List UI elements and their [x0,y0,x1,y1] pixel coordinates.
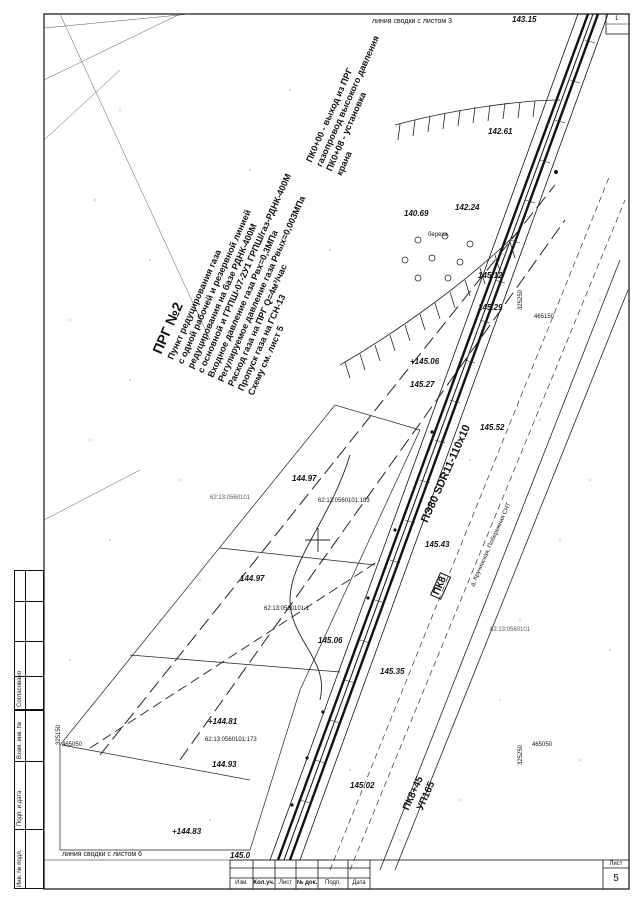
elevation-label: +145.06 [410,357,440,366]
corner-number: 1 [615,16,619,22]
elevation-label: 145.02 [350,781,375,790]
dash-lines [89,559,381,749]
background-lines [43,13,211,521]
elevation-label: 145.52 [480,423,505,432]
coordinate-label: 465150 [534,314,555,320]
elevation-label: +144.81 [208,717,238,726]
road-edges [99,184,566,761]
elevation-label: 145.35 [380,667,405,676]
elevation-label: 144.93 [212,760,237,769]
inv-replace-label: Взам. инв. № [17,721,23,759]
cadastral-label: 62:13:0560101:183 [318,498,370,504]
stamp-col-label: Подп. [325,880,341,886]
stamp-col-label: Лист [278,880,293,886]
elevation-label: 145.0 [230,851,251,860]
top-match-label: линия сводки с листом 3 [372,18,452,25]
elevation-label: 145.12 [478,271,503,280]
elevation-label: 140.69 [404,209,429,218]
embankment [339,99,561,379]
inventory-box: Взам. инв. № Подп. и дата Инв. № подл. [14,710,44,889]
speckle-noise [69,59,611,841]
stamp-col-label: Изм. [235,880,248,886]
cadastral-label: 62:13:0560101:173 [205,737,257,743]
coordinate-label: 325250 [518,744,524,765]
elevation-label: 143.15 [512,15,537,24]
secondary-line [289,454,351,701]
elevation-label: 145.29 [478,303,503,312]
title-block-grid [229,859,630,890]
elevation-label: 145.43 [425,540,450,549]
sign-date-label: Подп. и дата [17,790,23,826]
elevation-label: 145.06 [318,636,343,645]
coordinate-label: 465050 [532,742,553,748]
stamp-col-label: Дата [352,880,366,886]
inv-orig-label: Инв. № подл. [17,849,23,887]
gas-pipeline [269,13,609,861]
sheet-label: Лист [609,861,623,867]
sheet-number: 5 [613,873,619,884]
agreed-box: Согласовано [14,570,44,710]
elevation-label: 144.97 [240,574,265,583]
elevation-label: 145.27 [410,380,435,389]
cadastral-parcels [59,404,421,851]
elevation-label: 142.61 [488,127,513,136]
pipeline-hatch [299,39,596,804]
road-edges-fine [329,174,626,871]
elevation-label: 142.24 [455,203,480,212]
stamp-col-label: № док. [296,880,318,886]
bottom-match-label: линия сводки с листом 6 [62,851,142,858]
elevation-label: +144.83 [172,827,202,836]
pipe-markers [290,170,558,807]
cadastral-label: 62:13:0560101 [490,627,531,633]
stamp-col-label: Кол.уч. [253,880,275,886]
coordinate-label: 465050 [62,742,83,748]
elevation-label: 144.97 [292,474,317,483]
coordinate-label: 325250 [518,289,524,310]
tree-symbols [401,232,474,282]
cadastral-label: 62:13:0560101 [210,495,251,501]
cadastral-label: 62:13:0560101:1 [264,606,310,612]
road-solid [379,259,629,871]
tree-label: береза [428,232,448,238]
